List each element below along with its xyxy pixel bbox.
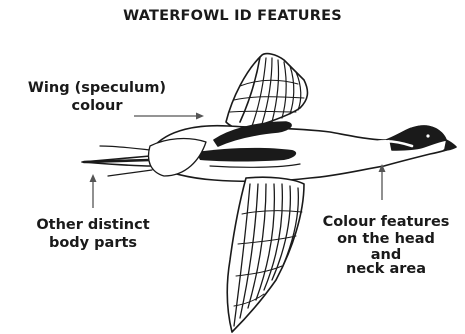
label-head-line2: on the head (310, 231, 462, 248)
label-head-line4: neck area (310, 262, 462, 276)
label-body-line2: body parts (0, 234, 186, 252)
duck-tail (82, 146, 152, 176)
label-wing-speculum: Wing (speculum) colour (2, 79, 192, 115)
lower-wing (227, 177, 304, 332)
arrow-to-tail (90, 174, 97, 208)
label-head-line1: Colour features (310, 214, 462, 231)
label-body-line1: Other distinct (0, 216, 186, 234)
label-head-line3: and (310, 248, 462, 262)
label-wing-line1: Wing (speculum) (2, 79, 192, 97)
arrow-to-head (379, 164, 386, 200)
label-head-neck: Colour features on the head and neck are… (310, 214, 462, 276)
label-body-parts: Other distinct body parts (0, 216, 186, 252)
label-wing-line2: colour (2, 97, 192, 115)
upper-wing (226, 54, 307, 129)
